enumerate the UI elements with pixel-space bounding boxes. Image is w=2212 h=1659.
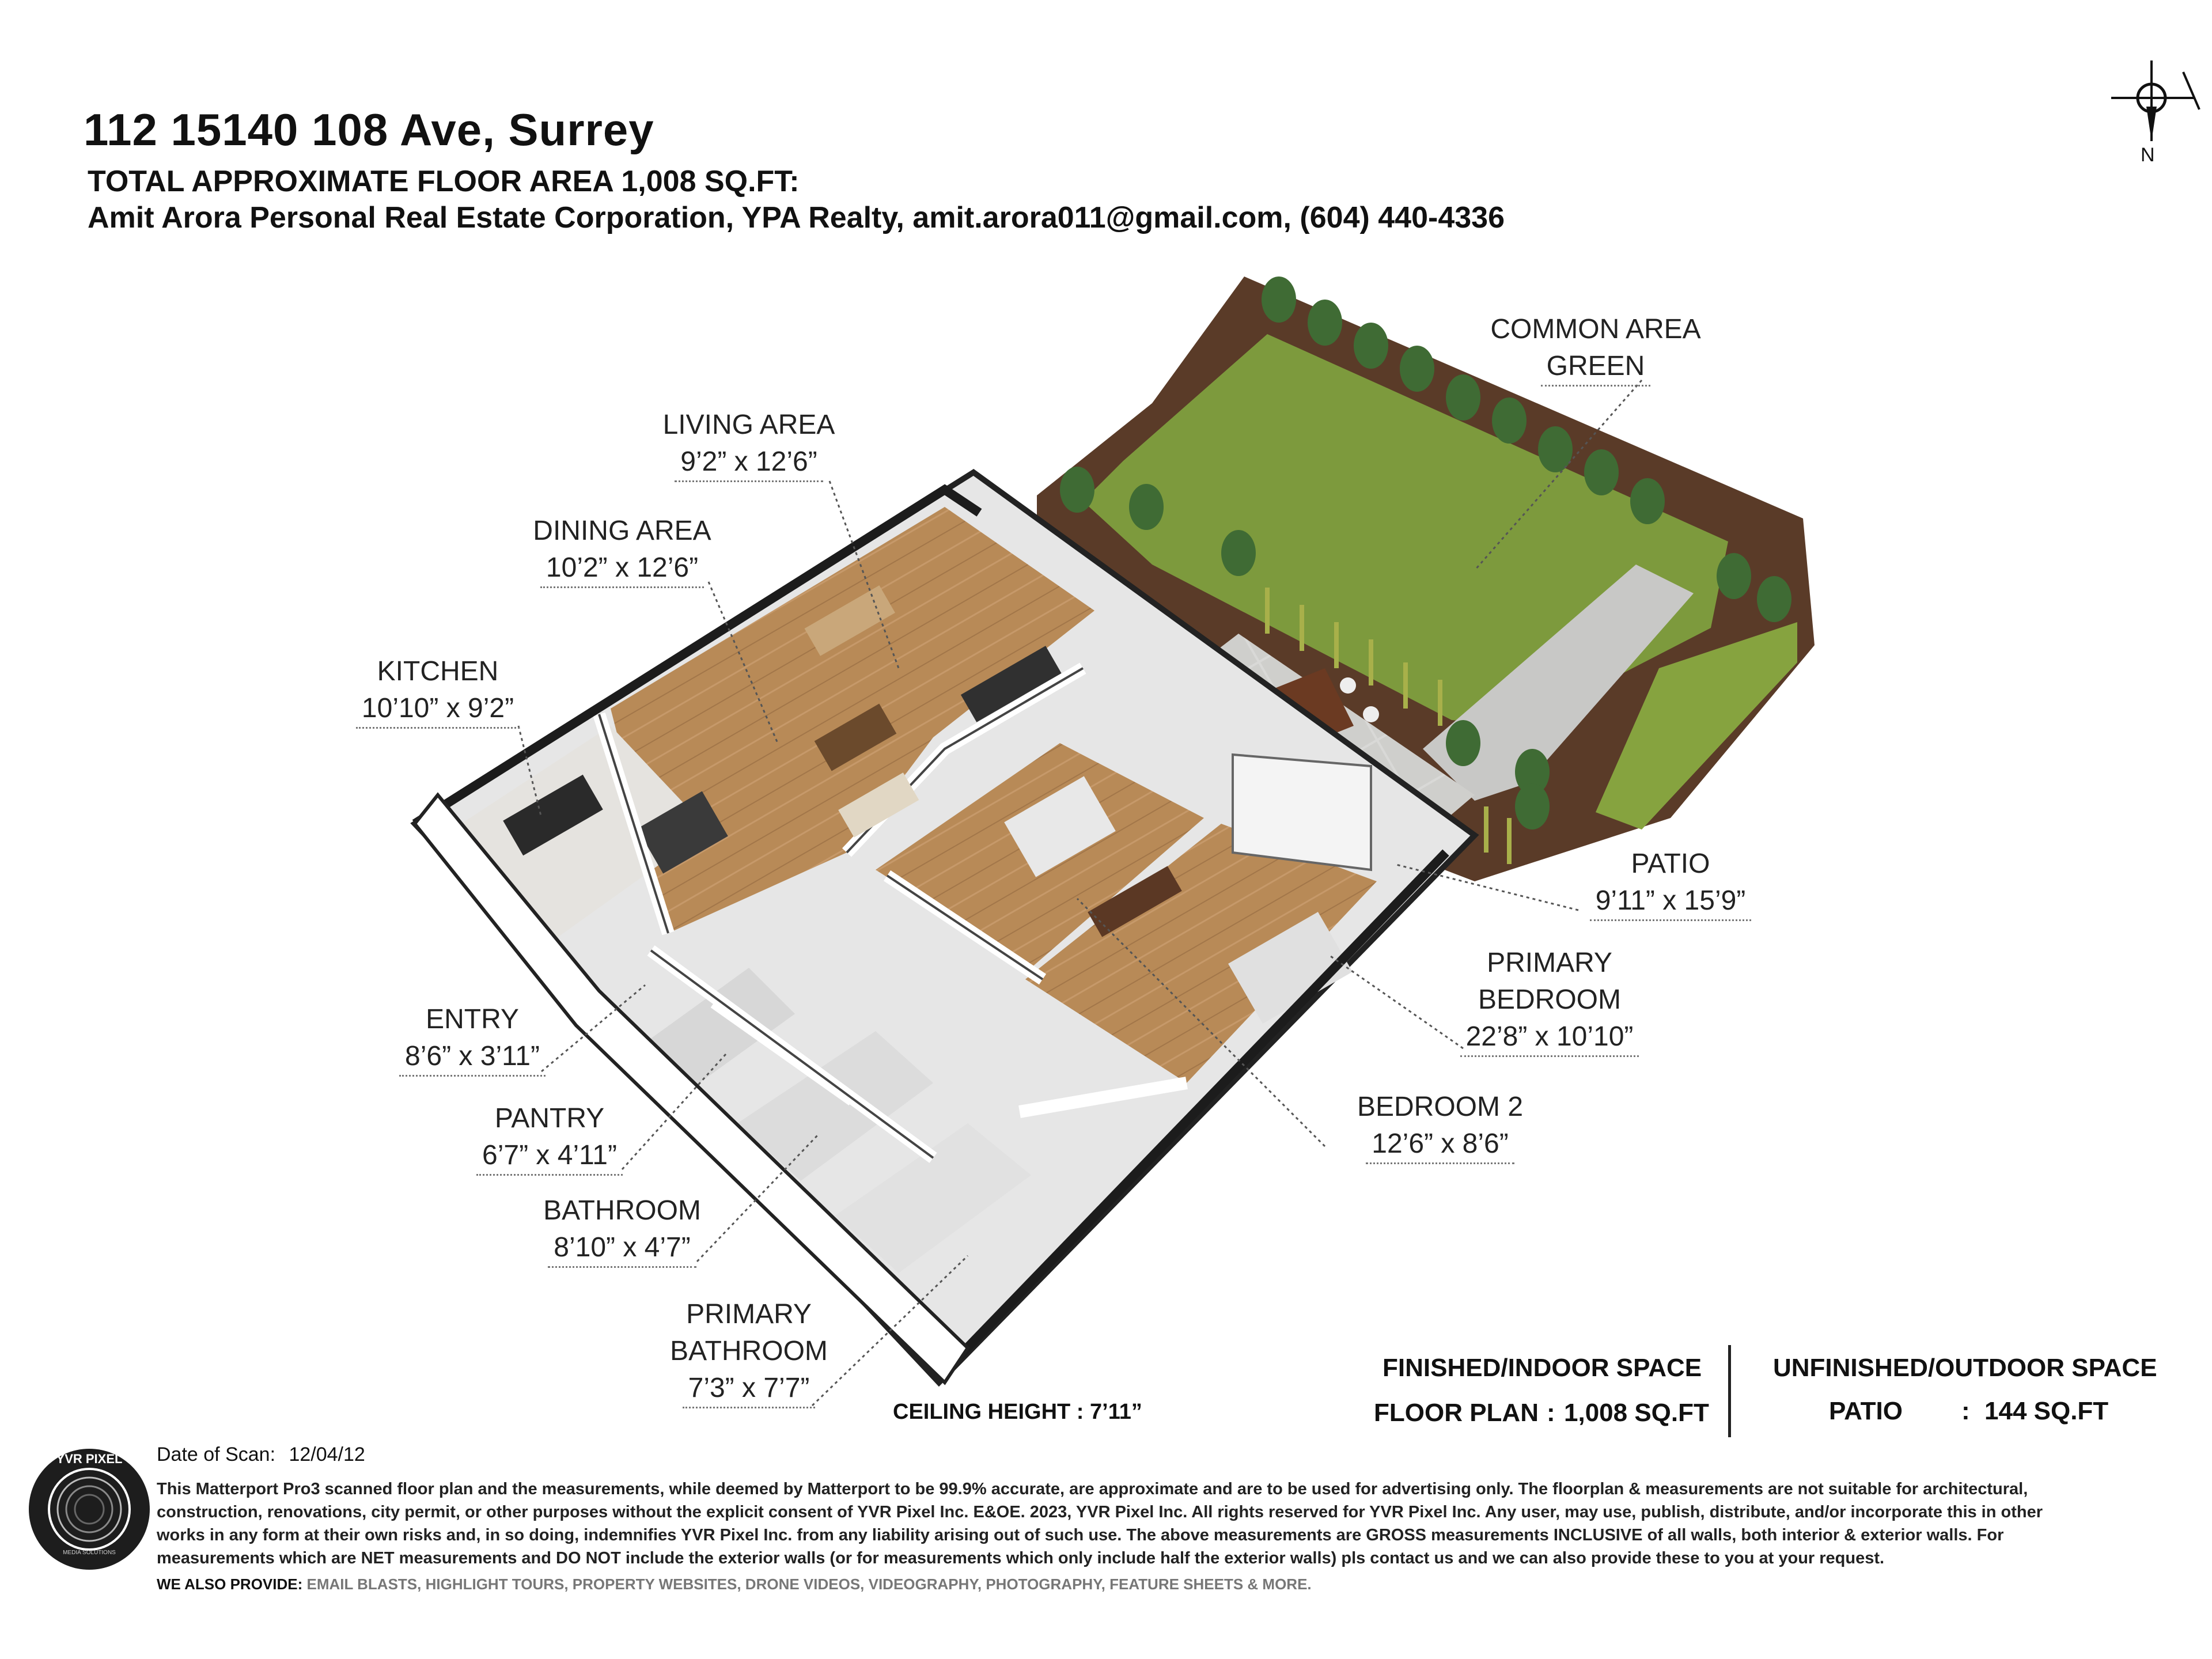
legend-indoor-label: FLOOR PLAN	[1374, 1399, 1539, 1427]
total-floor-area: TOTAL APPROXIMATE FLOOR AREA 1,008 SQ.FT…	[88, 165, 800, 198]
label-patio: PATIO 9’11” x 15’9”	[1555, 846, 1786, 921]
label-common-area: COMMON AREA GREEN	[1463, 311, 1728, 387]
logo-subtext: MEDIA SOLUTIONS	[63, 1550, 116, 1556]
label-primary-bathroom: PRIMARY BATHROOM 7’3” x 7’7”	[634, 1296, 864, 1408]
kitchen-counter	[503, 774, 603, 856]
outer-wall-front	[412, 792, 970, 1385]
legend-outdoor-value: 144 SQ.FT	[1984, 1397, 2109, 1425]
label-living-area: LIVING AREA 9’2” x 12’6”	[634, 407, 864, 482]
pantry-floor	[645, 968, 795, 1089]
label-entry: ENTRY 8’6” x 3’11”	[357, 1001, 588, 1077]
primary-bedroom-floor	[1025, 824, 1377, 1083]
yvr-pixel-logo	[29, 1449, 150, 1570]
lawn-right	[1596, 622, 1797, 830]
legend-outdoor-sep: :	[1961, 1397, 1970, 1425]
label-bathroom: BATHROOM 8’10” x 4’7”	[507, 1192, 737, 1268]
agent-contact: Amit Arora Personal Real Estate Corporat…	[88, 201, 1505, 234]
legend-indoor-value: 1,008 SQ.FT	[1564, 1399, 1709, 1427]
label-kitchen: KITCHEN 10’10” x 9’2”	[323, 653, 553, 729]
scan-date-value: 12/04/12	[289, 1444, 365, 1465]
also-provide-label: WE ALSO PROVIDE:	[157, 1575, 303, 1593]
legend-indoor-heading: FINISHED/INDOOR SPACE	[1382, 1354, 1702, 1382]
patio-door	[1232, 753, 1372, 872]
walkway	[1423, 565, 1694, 801]
logo-text: YVR PIXEL	[56, 1452, 123, 1466]
label-bedroom-2: BEDROOM 2 12’6” x 8’6”	[1325, 1089, 1555, 1164]
compass-icon	[2111, 60, 2200, 141]
outer-wall-right	[947, 849, 1449, 1369]
furniture	[804, 585, 1353, 1024]
label-dining-area: DINING AREA 10’2” x 12’6”	[507, 513, 737, 588]
outer-wall-left	[412, 484, 982, 828]
bathroom-floor	[737, 1031, 933, 1181]
label-pantry: PANTRY 6’7” x 4’11”	[434, 1100, 665, 1176]
also-provide-items: EMAIL BLASTS, HIGHLIGHT TOURS, PROPERTY …	[306, 1575, 1312, 1593]
compass-north-label: N	[2141, 144, 2155, 166]
plants	[1060, 276, 1791, 830]
legend-outdoor-heading: UNFINISHED/OUTDOOR SPACE	[1773, 1354, 2157, 1382]
legend-outdoor-label: PATIO	[1829, 1397, 1903, 1425]
scan-date-label: Date of Scan:	[157, 1444, 276, 1465]
label-primary-bedroom: PRIMARY BEDROOM 22’8” x 10’10”	[1434, 945, 1665, 1057]
listing-address: 112 15140 108 Ave, Surrey	[84, 104, 654, 155]
crops	[1265, 588, 1512, 864]
also-provide: WE ALSO PROVIDE: EMAIL BLASTS, HIGHLIGHT…	[157, 1575, 1312, 1593]
legend-indoor-sep: :	[1547, 1399, 1555, 1427]
scan-date: Date of Scan: 12/04/12	[157, 1444, 365, 1466]
leader-lines	[517, 380, 1643, 1407]
primary-bathroom-floor	[835, 1123, 1031, 1273]
legend-divider	[1728, 1345, 1731, 1437]
ceiling-height: CEILING HEIGHT : 7’11”	[893, 1400, 1142, 1424]
kitchen-island	[637, 791, 728, 874]
disclaimer: This Matterport Pro3 scanned floor plan …	[157, 1480, 2043, 1567]
